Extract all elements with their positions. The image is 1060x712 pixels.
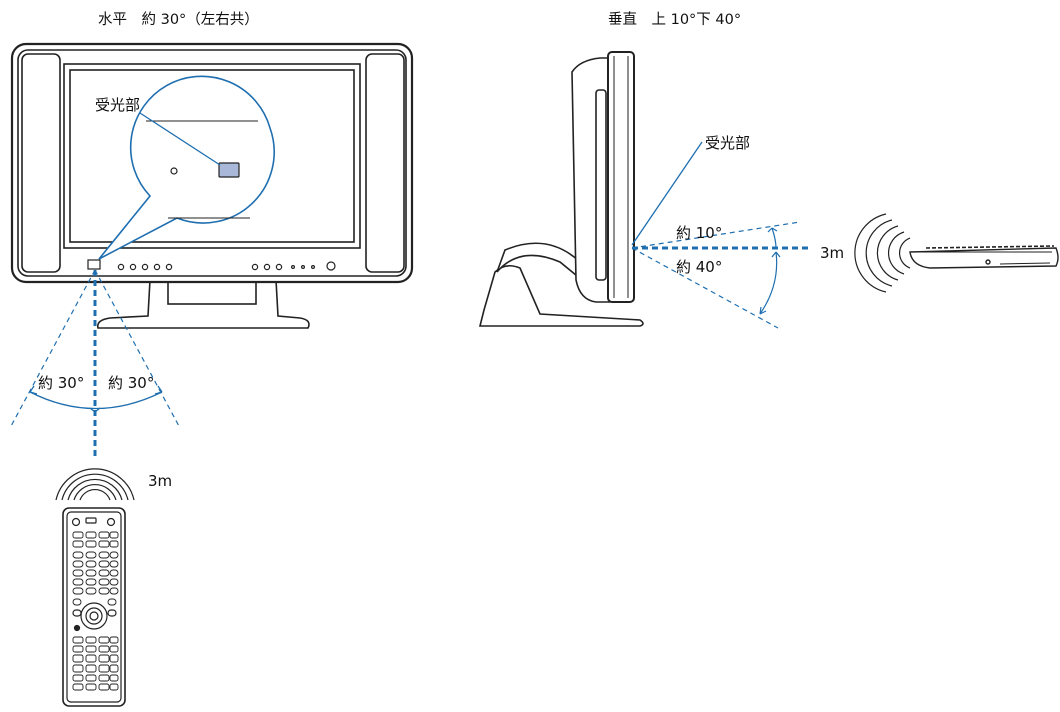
remote-control-side [909, 245, 1059, 269]
monitor-side [478, 51, 644, 327]
remote-power-icon [71, 517, 81, 527]
receiver-window-zoom [218, 162, 240, 178]
magnifier-bubble [98, 75, 275, 260]
signal-waves-side-icon [854, 213, 911, 293]
angle-up-label: 約 10° [676, 224, 722, 242]
remote-buttons [72, 531, 119, 606]
angle-left-label: 約 30° [38, 374, 84, 392]
vertical-title: 垂直 上 10°下 40° [608, 11, 741, 28]
power-button-icon [326, 261, 336, 271]
distance-side-label: 3m [820, 244, 844, 262]
remote-control-front [62, 507, 126, 707]
receiver-label-front: 受光部 [95, 96, 140, 114]
angle-down-label: 約 40° [676, 258, 722, 276]
front-panel-buttons [87, 259, 336, 271]
distance-front-label: 3m [148, 472, 172, 490]
signal-waves-front-icon [55, 468, 135, 501]
front-beams [9, 269, 181, 460]
receiver-window-front [87, 259, 101, 270]
side-beams [631, 221, 810, 329]
angle-right-label: 約 30° [108, 374, 154, 392]
horizontal-title: 水平 約 30°（左右共） [98, 11, 259, 28]
remote-dpad [72, 602, 117, 632]
receiver-label-side: 受光部 [705, 134, 750, 152]
receiver-pointer-side [631, 141, 703, 246]
